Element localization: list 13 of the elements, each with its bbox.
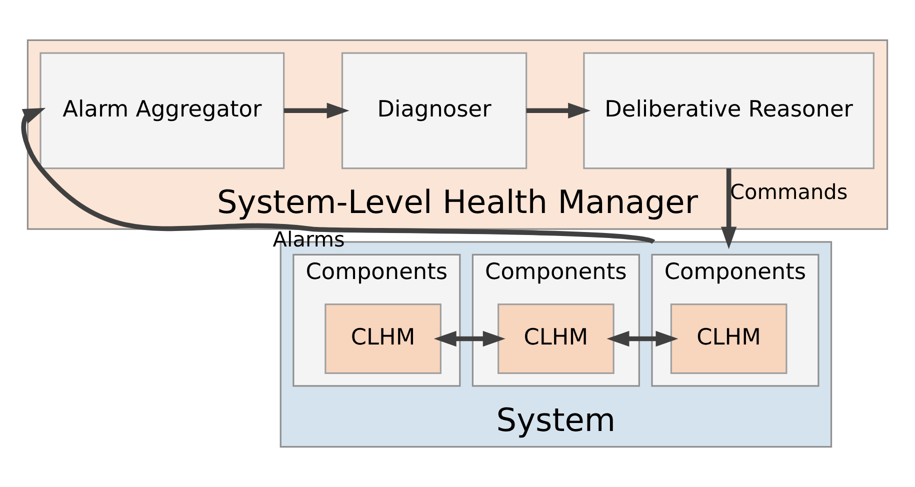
node-box: CLHM [324,304,442,374]
node-box: CLHM [670,304,788,374]
node-box: CLHM [498,304,614,374]
node-box: Alarm Aggregator [40,52,285,170]
node-box: Diagnoser [341,52,528,170]
arrow [434,330,506,347]
arrow [606,330,678,347]
edge-label: Commands [730,180,848,204]
arrow [284,102,350,118]
arrow [720,168,737,250]
arrow [526,102,591,118]
node-box: Deliberative Reasoner [583,52,874,170]
arrow [21,108,654,244]
